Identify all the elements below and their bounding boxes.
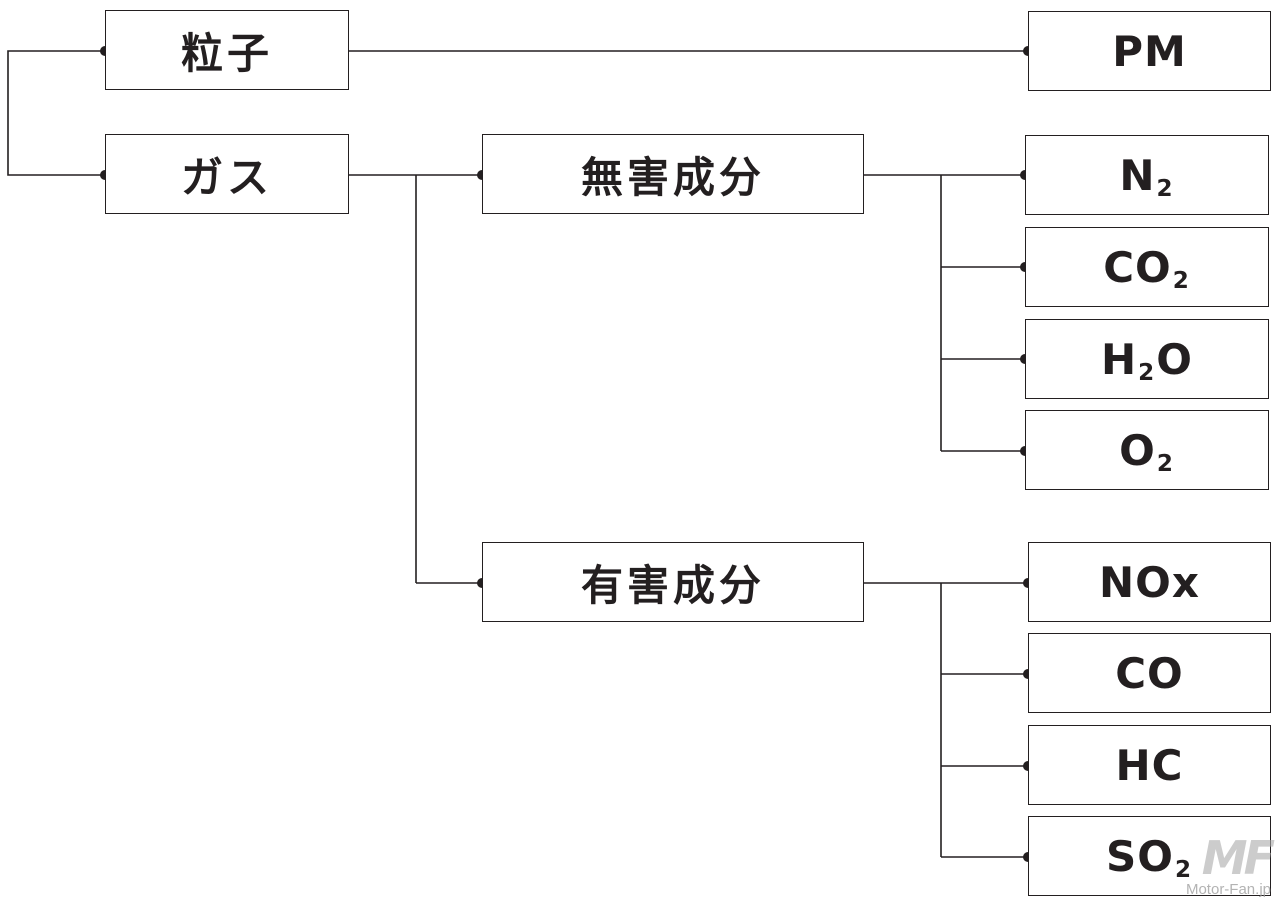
node-co2: CO2 [1025, 227, 1269, 307]
node-pm-label: PM [1112, 26, 1187, 76]
node-particle-label: 粒子 [180, 28, 273, 78]
node-harmful-label: 有害成分 [580, 560, 765, 610]
node-particle: 粒子 [105, 10, 349, 90]
node-n2: N2 [1025, 135, 1269, 215]
node-harmless-label: 無害成分 [580, 152, 765, 202]
co2-label: CO2 [1103, 242, 1190, 294]
h2o-label: H2O [1101, 334, 1193, 386]
hc-label: HC [1115, 740, 1184, 790]
watermark-logo: MF Motor-Fan.jp [1185, 831, 1275, 898]
n2-label: N2 [1119, 150, 1174, 202]
node-harmless-components: 無害成分 [482, 134, 864, 214]
node-co: CO [1028, 633, 1271, 713]
node-o2: O2 [1025, 410, 1269, 490]
watermark-mark: MF [1201, 831, 1275, 885]
node-so2: SO2 [1028, 816, 1271, 896]
node-pm: PM [1028, 11, 1271, 91]
so2-label: SO2 [1105, 831, 1193, 883]
node-nox: NOx [1028, 542, 1271, 622]
node-h2o: H2O [1025, 319, 1269, 399]
co-label: CO [1115, 648, 1184, 698]
node-harmful-components: 有害成分 [482, 542, 864, 622]
o2-label: O2 [1119, 425, 1174, 477]
node-gas-label: ガス [180, 152, 273, 202]
node-gas: ガス [105, 134, 349, 214]
nox-label: NOx [1099, 557, 1200, 607]
node-hc: HC [1028, 725, 1271, 805]
watermark-site: Motor-Fan.jp [1185, 881, 1271, 898]
